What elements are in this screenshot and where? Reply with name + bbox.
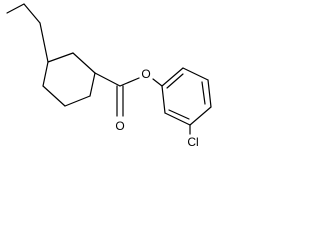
ester-oxygen-label: O <box>141 67 150 81</box>
bond-cyclohexane-2 <box>72 52 96 74</box>
bond-carbonyl-ester-oxygen <box>119 77 140 87</box>
bond-phenyl-3 <box>189 106 212 126</box>
carbonyl-oxygen-label: O <box>115 119 124 133</box>
bond-propyl-ch2-ch2 <box>23 3 41 24</box>
bond-phenyl-inner-2 <box>201 81 206 105</box>
bond-phenyl-4 <box>207 79 212 108</box>
bond-phenyl-inner-1 <box>168 109 190 120</box>
bond-phenyl-1 <box>161 85 166 114</box>
bond-ring-carbonyl-carbon <box>94 72 121 87</box>
bond-phenyl-5 <box>182 67 209 81</box>
bond-propyl-ch3-ch2 <box>6 3 25 14</box>
bond-phenyl-inner-3 <box>166 73 184 89</box>
bond-phenyl-2 <box>164 112 191 126</box>
ester-group <box>94 72 163 117</box>
bond-cyclohexane-4 <box>64 95 91 107</box>
cyclohexane-ring <box>42 52 96 107</box>
chlorine-label: Cl <box>187 135 198 149</box>
bond-cyclohexane-1 <box>47 52 74 63</box>
propyl-chain <box>6 3 49 63</box>
chlorophenyl-ring <box>161 67 212 135</box>
chemical-structure-diagram: O O Cl <box>6 3 212 149</box>
bond-cyclohexane-3 <box>89 72 96 97</box>
bond-cyclohexane-5 <box>42 85 66 107</box>
bond-propyl-ring <box>39 22 49 63</box>
bond-cyclohexane-6 <box>42 61 49 87</box>
bond-ester-oxygen-aryl <box>152 78 163 87</box>
bond-phenyl-6 <box>161 67 184 87</box>
